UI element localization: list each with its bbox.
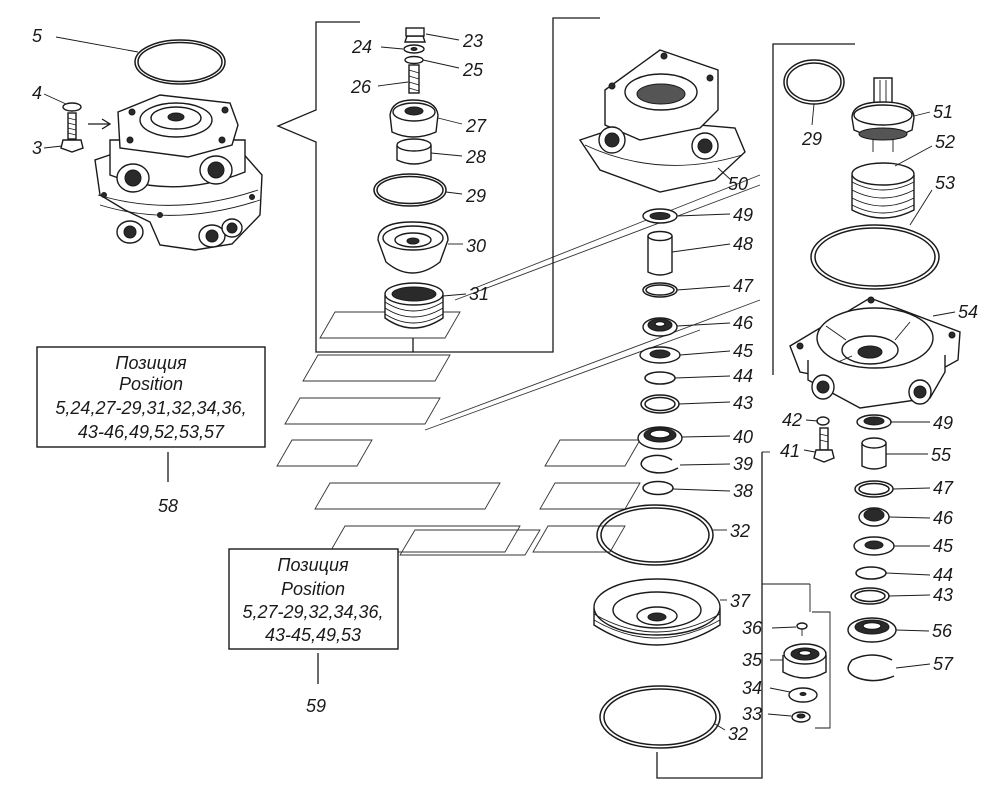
callout-45-right: 45 (933, 536, 954, 556)
callout-40: 40 (733, 427, 753, 447)
callout-54: 54 (958, 302, 978, 322)
parts-23-31-stack (373, 27, 467, 329)
callout-24: 24 (351, 37, 372, 57)
kit-59-line-4: 43-45,49,53 (265, 625, 361, 645)
kit-59-line-3: 5,27-29,32,34,36, (242, 602, 383, 622)
callout-48: 48 (733, 234, 753, 254)
kit-58-line-4: 43-46,49,52,53,57 (78, 422, 225, 442)
callout-51: 51 (933, 102, 953, 122)
callout-32-upper: 32 (730, 521, 750, 541)
callout-25: 25 (462, 60, 484, 80)
callout-57: 57 (933, 654, 954, 674)
callout-44: 44 (733, 366, 753, 386)
callout-46: 46 (733, 313, 754, 333)
callout-37: 37 (730, 591, 751, 611)
callout-47-right: 47 (933, 478, 954, 498)
kit-58-line-1: Позиция (115, 353, 187, 373)
callout-45: 45 (733, 341, 754, 361)
callout-34: 34 (742, 678, 762, 698)
kit-box-59: Позиция Position 5,27-29,32,34,36, 43-45… (228, 548, 399, 716)
kit-58-line-3: 5,24,27-29,31,32,34,36, (55, 398, 246, 418)
callout-28: 28 (465, 147, 486, 167)
kit-59-number: 59 (306, 696, 326, 716)
kit-box-58: Позиция Position 5,24,27-29,31,32,34,36,… (36, 346, 266, 516)
callout-32-lower: 32 (728, 724, 748, 744)
group-bracket-bottom (656, 451, 770, 779)
callout-55: 55 (931, 445, 952, 465)
callout-31: 31 (469, 284, 489, 304)
callout-5: 5 (32, 26, 43, 46)
right-bracket (772, 43, 855, 375)
callout-29-right: 29 (801, 129, 822, 149)
valve-assembly-illustration (88, 94, 263, 251)
callout-36: 36 (742, 618, 763, 638)
part-50-upper-body (578, 49, 746, 193)
kit-59-line-1: Позиция (277, 555, 349, 575)
part-3-4-screw-washer (43, 93, 84, 153)
callout-44-right: 44 (933, 565, 953, 585)
callout-49: 49 (733, 205, 753, 225)
callout-labels: 5 4 3 23 24 25 26 27 28 29 30 31 50 49 4… (32, 26, 978, 744)
callout-43-right: 43 (933, 585, 953, 605)
callout-38: 38 (733, 481, 753, 501)
kit-59-line-2: Position (281, 579, 345, 599)
callout-52: 52 (935, 132, 955, 152)
callout-56: 56 (932, 621, 953, 641)
callout-46-right: 46 (933, 508, 954, 528)
right-column-parts (783, 59, 961, 682)
callout-4: 4 (32, 83, 42, 103)
callout-50: 50 (728, 174, 748, 194)
callout-42: 42 (782, 410, 802, 430)
part-5-sealing-ring (55, 36, 226, 85)
callout-30: 30 (466, 236, 486, 256)
callout-33: 33 (742, 704, 762, 724)
callout-41: 41 (780, 441, 800, 461)
callout-43: 43 (733, 393, 753, 413)
callout-35: 35 (742, 650, 763, 670)
callout-3: 3 (32, 138, 42, 158)
kit-58-number: 58 (158, 496, 178, 516)
callout-39: 39 (733, 454, 753, 474)
callout-23: 23 (462, 31, 483, 51)
watermark-logo (276, 174, 761, 556)
callout-53: 53 (935, 173, 955, 193)
callout-29: 29 (465, 186, 486, 206)
parts-33-36 (762, 583, 831, 729)
kit-58-line-2: Position (119, 374, 183, 394)
callout-49-right: 49 (933, 413, 953, 433)
callout-26: 26 (350, 77, 372, 97)
group-bracket-23-31 (276, 17, 600, 353)
center-column-parts (593, 208, 731, 749)
callout-27: 27 (465, 116, 487, 136)
callout-47: 47 (733, 276, 754, 296)
